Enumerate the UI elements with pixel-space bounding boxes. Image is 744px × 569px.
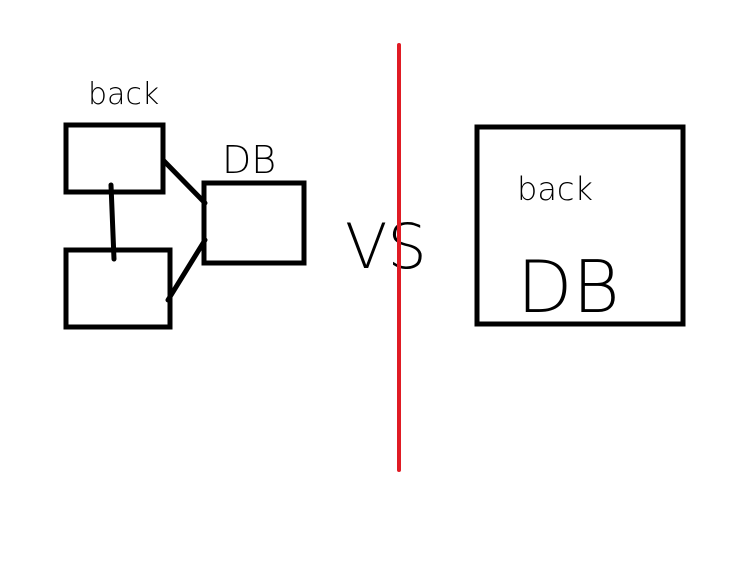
- left-back-box-top: [63, 122, 166, 195]
- left-back-label: back: [88, 77, 159, 112]
- left-db-box: [201, 180, 307, 266]
- back-top-to-db-connector: [160, 157, 208, 206]
- left-db-label: DB: [222, 138, 276, 182]
- back-bottom-to-db-connector: [165, 237, 208, 303]
- vs-label: VS: [345, 210, 427, 283]
- left-architecture: back DB: [63, 77, 307, 330]
- right-back-label: back: [517, 170, 593, 208]
- right-db-label: DB: [517, 245, 620, 329]
- right-architecture: back DB: [474, 124, 686, 329]
- back-to-back-connector: [108, 182, 117, 262]
- left-back-box-bottom: [63, 247, 173, 330]
- right-combined-box: [474, 124, 686, 327]
